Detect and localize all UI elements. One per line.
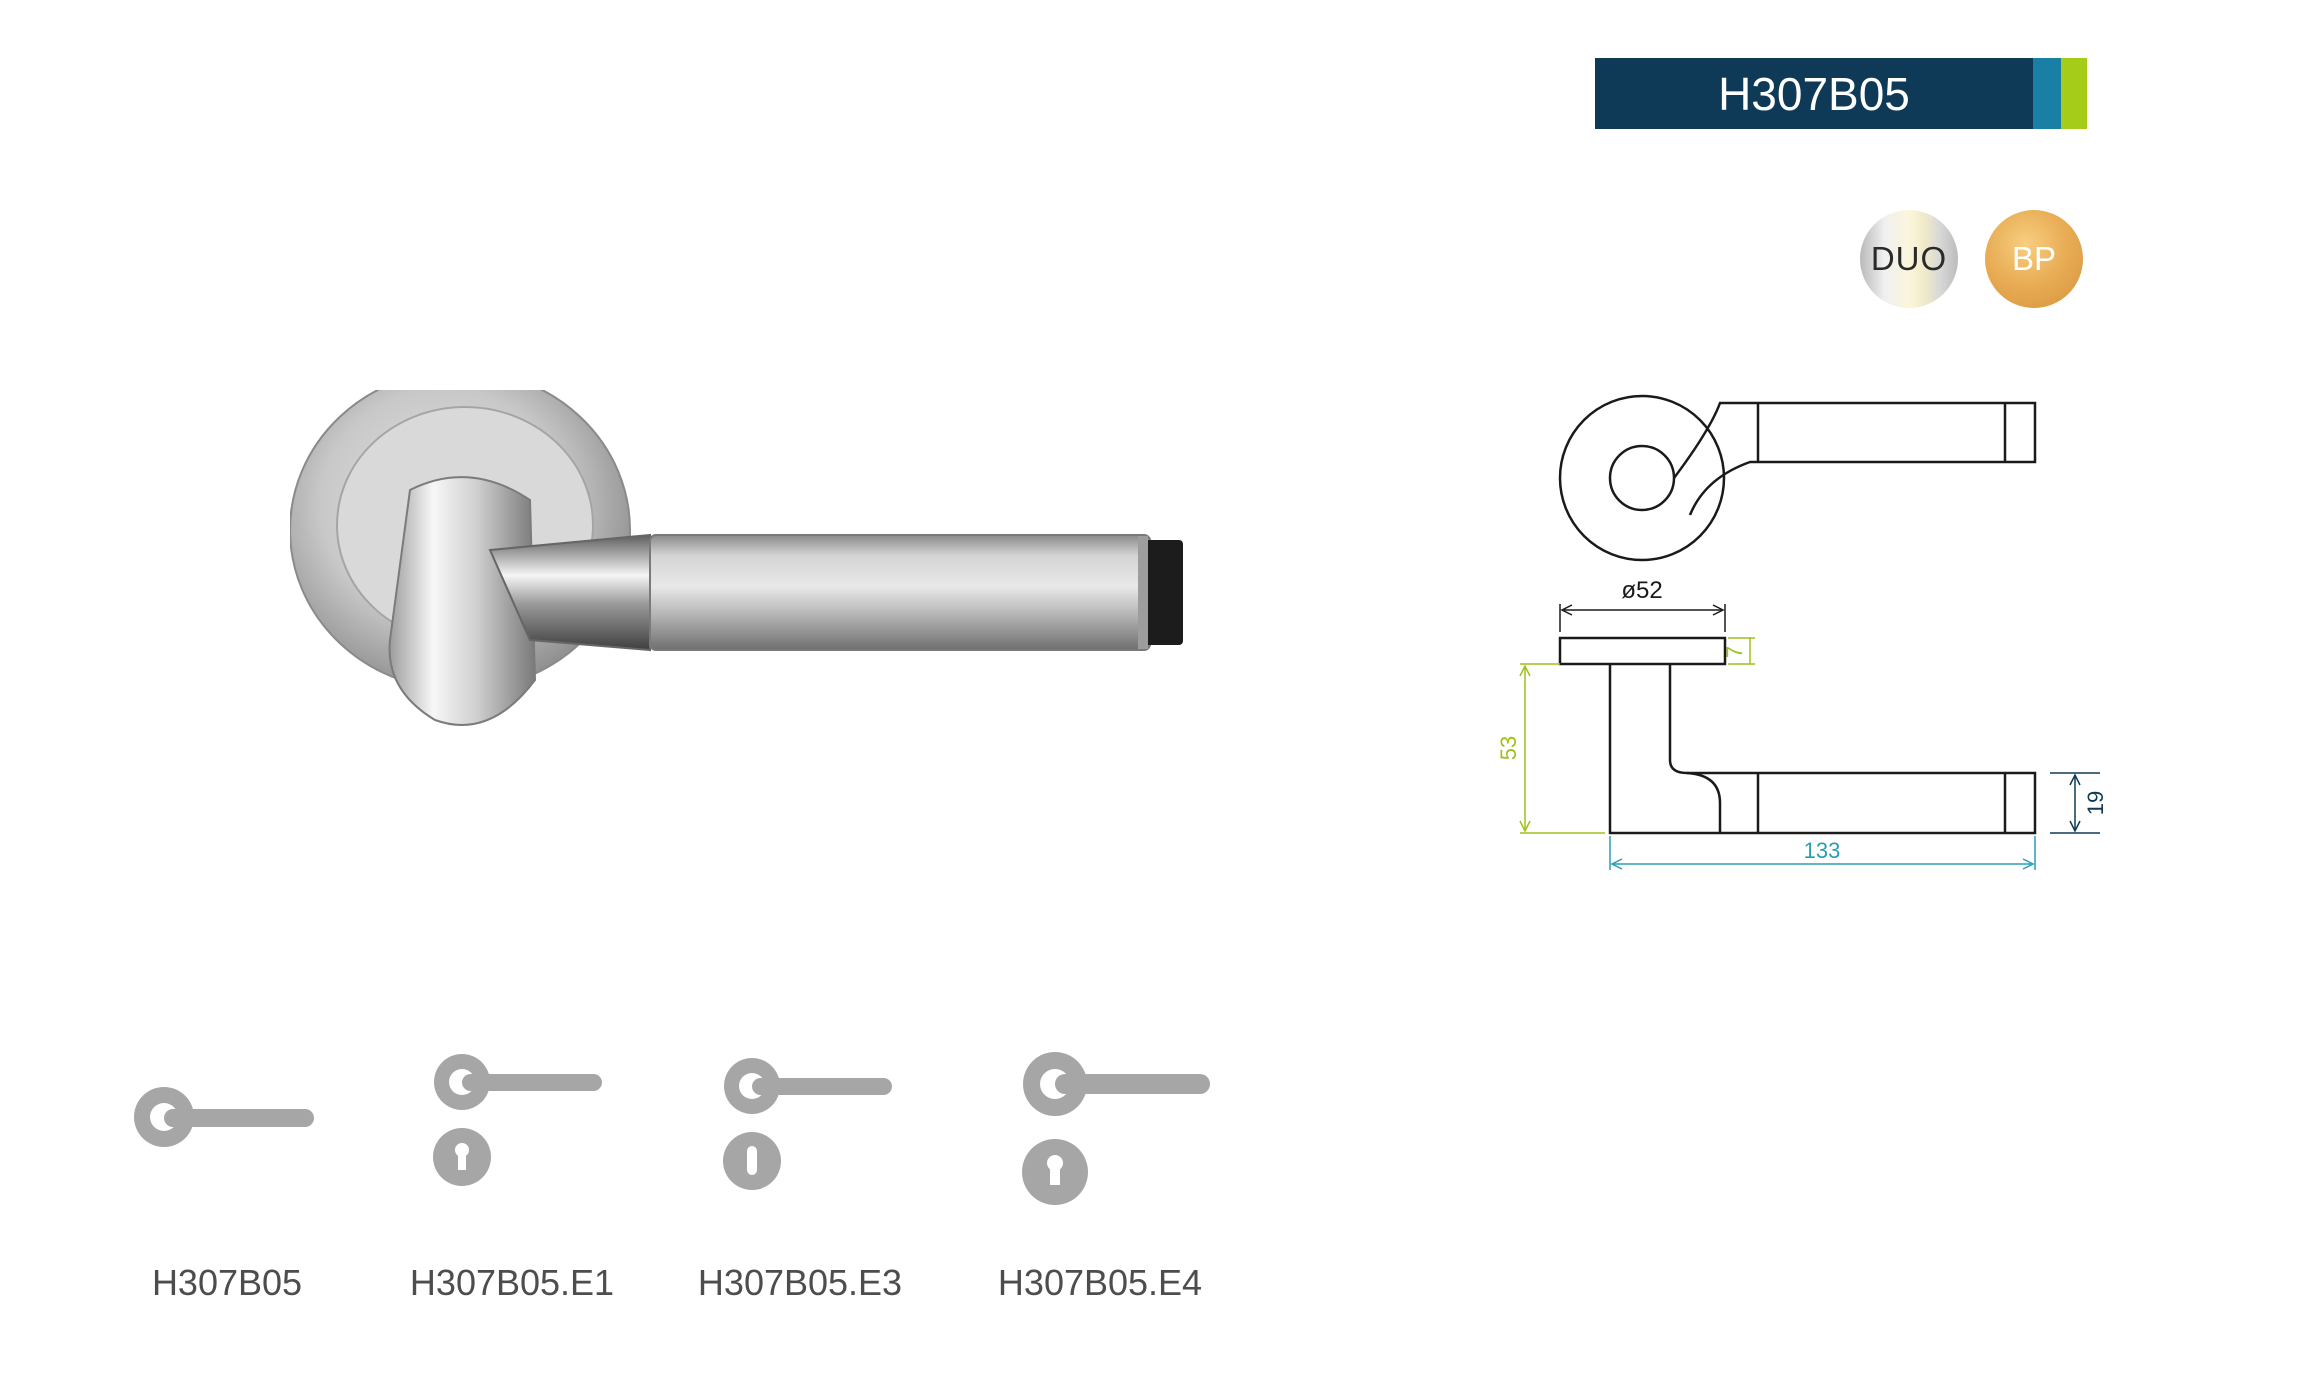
variant-h307b05: H307B05 [97,1030,357,1310]
dimension-diameter: ø52 [1621,577,1662,604]
variant-label: H307B05.E1 [409,1262,615,1303]
banner-accent-green [2061,58,2087,129]
variant-label: H307B05.E4 [997,1262,1203,1303]
lever-rose-keyhole-icon [433,1054,602,1186]
product-title: H307B05 [1595,58,2033,129]
technical-drawing: ø52 7 53 19 133 [1496,394,2108,870]
dimension-rose-thickness: 7 [1722,646,1747,658]
product-title-banner: H307B05 [1595,58,2087,129]
dimension-lever-thickness: 19 [2083,791,2108,815]
lever-rose-cylinder-icon [723,1058,892,1190]
variant-h307b05-e4: H307B05.E4 [970,1030,1230,1310]
variant-h307b05-e3: H307B05.E3 [670,1030,930,1310]
lever-rose-icon [134,1087,314,1147]
product-photo [290,390,1183,726]
dimension-length: 133 [1804,838,1841,863]
variant-label: H307B05.E3 [697,1262,903,1303]
variant-label: H307B05 [151,1262,303,1303]
banner-accent-blue [2033,58,2061,129]
dimension-height: 53 [1496,736,1521,760]
lever-rose-keyhole-large-icon [1022,1052,1210,1205]
finish-badge-bp: BP [1985,210,2083,308]
variant-h307b05-e1: H307B05.E1 [382,1030,642,1310]
finish-badge-duo: DUO [1860,210,1958,308]
